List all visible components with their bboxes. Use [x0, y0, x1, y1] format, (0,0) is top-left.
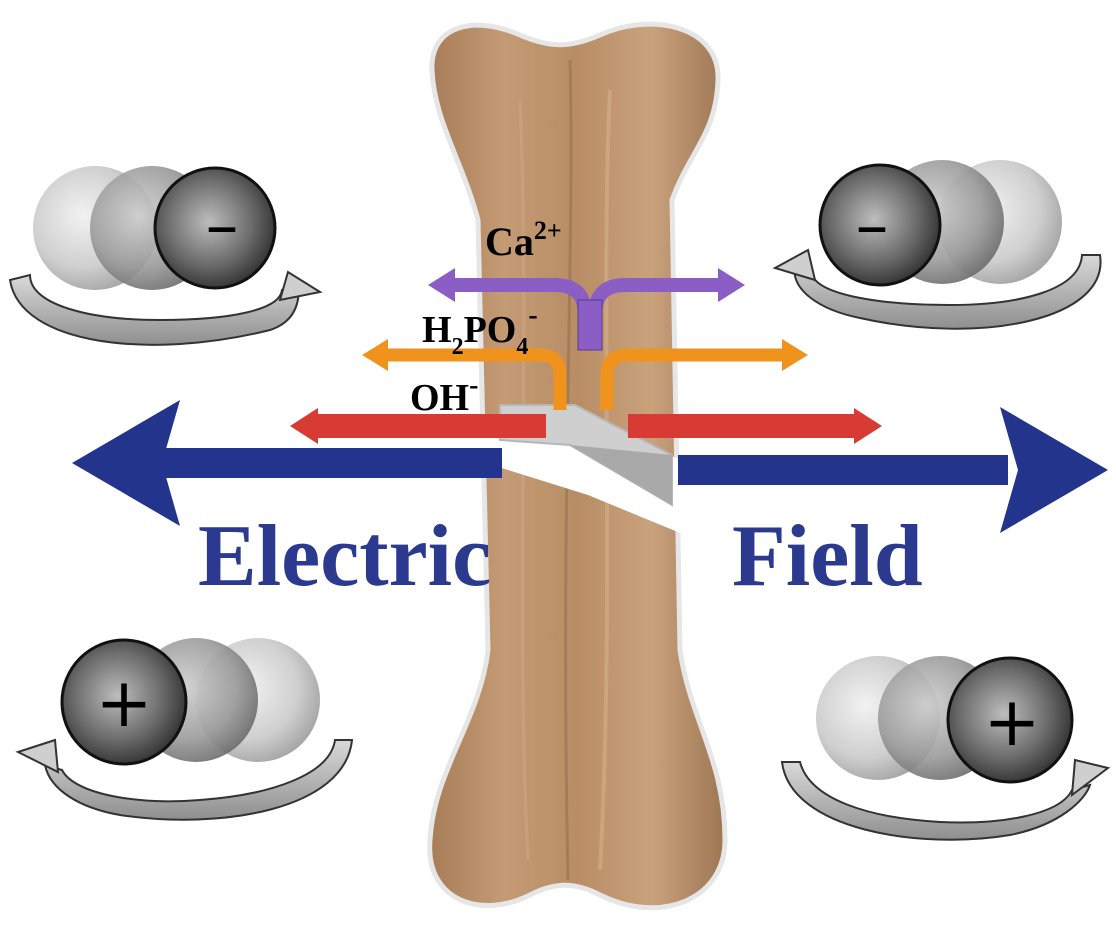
ion-arrows — [290, 268, 882, 444]
dipole-charged-ball — [153, 166, 277, 290]
field-label-right: Field — [732, 508, 923, 605]
field-arrow-right-shaft — [678, 455, 1008, 485]
field-arrow-right-head — [1000, 407, 1108, 533]
ca-arrow — [428, 268, 745, 351]
positive-sign-icon: + — [984, 683, 1041, 762]
dipole-charged-ball — [818, 163, 942, 287]
negative-sign-icon: – — [206, 187, 239, 264]
field-arrow-left-head — [72, 400, 180, 526]
dipole-bottom-right: + — [780, 656, 1111, 841]
dipole-charged-ball — [946, 656, 1074, 784]
hydroxide-label: OH- — [410, 370, 478, 419]
field-label-left: Electric — [198, 508, 491, 605]
dipole-top-left: – — [8, 166, 323, 346]
dipole-bottom-left: + — [15, 638, 354, 821]
positive-sign-icon: + — [96, 664, 153, 743]
electric-field-arrows — [72, 400, 1108, 533]
dipole-top-right: – — [772, 160, 1102, 330]
negative-sign-icon: – — [856, 187, 889, 264]
dipole-charged-ball — [60, 638, 188, 766]
field-arrow-left-shaft — [160, 448, 502, 478]
phosphate-label: H2PO4- — [422, 300, 538, 360]
ca-label: Ca2+ — [485, 216, 562, 264]
hydroxide-arrow — [290, 408, 882, 444]
phosphate-arrow — [362, 339, 808, 410]
